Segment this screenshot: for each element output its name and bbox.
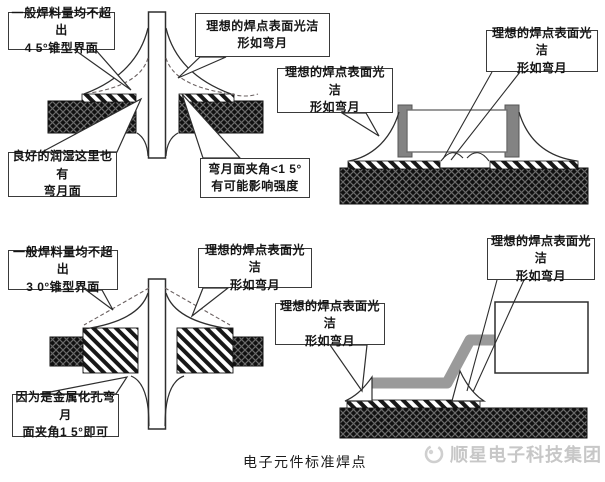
solder-fillet-curve [348, 111, 400, 162]
callout-pointer [84, 289, 114, 311]
solder-wetting-curve [165, 132, 179, 157]
ideal-meniscus-dashed [165, 57, 226, 94]
callout-line: 形如弯月 [515, 268, 566, 283]
shunxing-logo-icon [424, 444, 444, 464]
callout-ideal-surface-4: 理想的焊点表面光洁 形如弯月 [198, 243, 312, 292]
solder-fillet-curve [466, 152, 490, 162]
callout-line: 理想的焊点表面光洁 [206, 18, 319, 33]
diagram-caption: 电子元件标准焊点 [243, 454, 367, 470]
callout-line: 理想的焊点表面光洁 [490, 233, 591, 266]
callout-good-wetting: 良好的润湿这里也有 弯月面 [8, 149, 117, 199]
watermark: 顺星电子科技集团 [423, 441, 602, 467]
solder-fillet-curve [165, 292, 231, 330]
callout-line: 因为是金属化孔弯月 [15, 390, 116, 422]
callout-line: 弯月面夹角<1 5° [208, 161, 302, 176]
callout-pointer [177, 56, 227, 79]
callout-pointer [328, 344, 368, 393]
ideal-meniscus-dashed [164, 287, 231, 326]
solder-wetting-curve [136, 132, 149, 157]
callout-line: 形如弯月 [237, 36, 288, 50]
solder-fillet-curve [518, 111, 578, 162]
gull-wing-lead [372, 334, 496, 389]
callout-line: 良好的润湿这里也有 [12, 149, 113, 181]
copper-pad [346, 399, 481, 409]
diagram-chip-component [339, 71, 589, 205]
callout-line: 弯月面 [43, 184, 82, 199]
callout-solder-amount-30: 一般焊料量均不超出 3 0°锥型界面 [8, 245, 118, 294]
callout-line: 形如弯月 [309, 100, 360, 115]
callout-line: 一般焊料量均不超出 [12, 244, 113, 277]
watermark-text: 顺星电子科技集团 [450, 445, 602, 465]
diagram-plated-hole-30 [39, 278, 264, 430]
diagram-through-hole-45 [41, 11, 264, 159]
callout-ideal-surface-3: 理想的焊点表面光洁 形如弯月 [486, 26, 598, 75]
copper-pad [489, 160, 579, 170]
callout-pointer [466, 279, 525, 393]
callout-line: 形如弯月 [229, 277, 280, 292]
ideal-meniscus-dashed [89, 57, 149, 94]
toe-fillet [344, 375, 373, 402]
callout-line: 理想的焊点表面光洁 [279, 298, 380, 331]
solder-wetting-curve [130, 375, 150, 427]
callout-line: 形如弯月 [516, 60, 567, 75]
callout-line: 形如弯月 [304, 333, 355, 348]
callout-line: 一般焊料量均不超出 [11, 5, 112, 38]
pcb-board [339, 167, 589, 205]
copper-pad [178, 93, 235, 103]
callout-line: 面夹角1 5°即可 [22, 425, 109, 440]
plated-hole-pad [176, 327, 234, 374]
callout-ideal-surface-2: 理想的焊点表面光洁 形如弯月 [277, 65, 393, 115]
ideal-meniscus-dashed [230, 93, 259, 97]
ideal-meniscus-dashed [83, 287, 150, 326]
pcb-board [339, 407, 588, 439]
callout-pointer [442, 71, 521, 161]
component-lead [147, 278, 167, 430]
plated-hole-pad [82, 327, 139, 374]
callout-line: 理想的焊点表面光洁 [491, 25, 592, 58]
callout-line: 3 0°锥型界面 [26, 279, 100, 294]
callout-line: 理想的焊点表面光洁 [284, 65, 385, 97]
callout-ideal-surface-1: 理想的焊点表面光洁 形如弯月 [195, 13, 330, 57]
copper-pad [81, 93, 137, 103]
solder-fillet-curve [165, 27, 232, 95]
solder-fillet-curve [83, 292, 149, 330]
solder-wetting-curve [164, 375, 185, 427]
callout-ideal-surface-5: 理想的焊点表面光洁 形如弯月 [275, 299, 385, 348]
callout-meniscus-angle-15: 弯月面夹角<1 5° 有可能影响强度 [200, 158, 310, 198]
callout-line: 理想的焊点表面光洁 [204, 242, 305, 275]
copper-pad [347, 160, 441, 170]
callout-line: 有可能影响强度 [211, 179, 299, 193]
component-body [494, 301, 589, 374]
diagram-gull-wing-lead [328, 279, 589, 439]
callout-pointer [190, 287, 230, 318]
callout-metallized-hole-15: 因为是金属化孔弯月 面夹角1 5°即可 [12, 390, 119, 439]
callout-solder-amount-45: 一般焊料量均不超出 4 5°锥型界面 [8, 6, 115, 55]
callout-ideal-surface-6: 理想的焊点表面光洁 形如弯月 [487, 234, 595, 283]
callout-line: 4 5°锥型界面 [24, 40, 99, 55]
solder-fillet-curve [83, 27, 149, 95]
chip-body [406, 109, 508, 153]
callout-pointer [339, 112, 380, 137]
component-lead [147, 11, 167, 159]
